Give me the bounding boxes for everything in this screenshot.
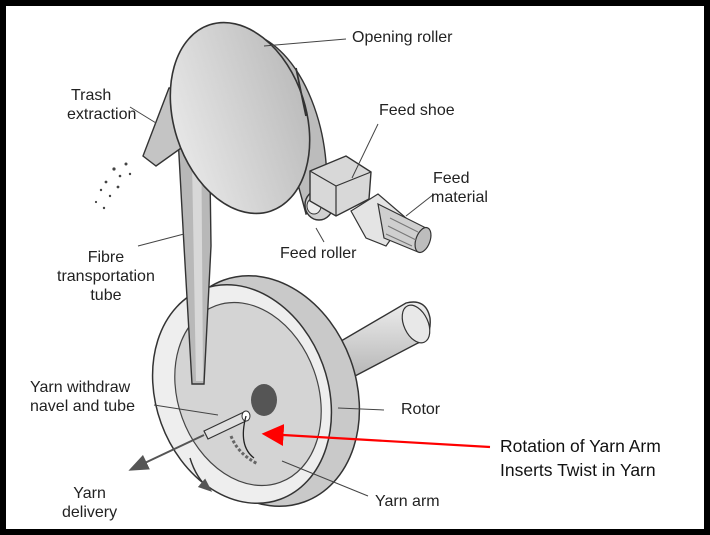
yarn-delivery-arrow: [128, 434, 205, 471]
figure-frame: Opening roller Trash extraction Feed sho…: [6, 6, 704, 529]
feed-material-sliver: [350, 193, 432, 254]
yarn-withdraw-tube: [203, 410, 251, 440]
label-feed-roller: Feed roller: [280, 245, 357, 262]
label-fibre-transportation-tube: Fibre transportation tube: [57, 249, 155, 304]
annotation-text: Rotation of Yarn Arm Inserts Twist in Ya…: [500, 436, 661, 480]
label-rotor: Rotor: [401, 401, 441, 418]
annotation-arrow: [261, 424, 491, 449]
opening-roller: [169, 21, 328, 215]
rotor-hub-hole: [251, 384, 277, 416]
rotor: [151, 274, 361, 508]
label-yarn-delivery: Yarn delivery: [62, 485, 118, 521]
trash-particles: [94, 162, 132, 210]
label-feed-material: Feed material: [431, 170, 488, 206]
leader-lines: [129, 38, 435, 497]
label-yarn-arm: Yarn arm: [375, 493, 440, 510]
rotation-arrow: [189, 457, 213, 492]
yarn-arm: [242, 415, 255, 459]
rotor-spinning-diagram: [94, 21, 491, 508]
label-yarn-withdraw: Yarn withdraw navel and tube: [30, 379, 135, 415]
label-feed-shoe: Feed shoe: [379, 102, 455, 119]
label-trash-extraction: Trash extraction: [67, 87, 137, 123]
label-opening-roller: Opening roller: [352, 29, 453, 46]
